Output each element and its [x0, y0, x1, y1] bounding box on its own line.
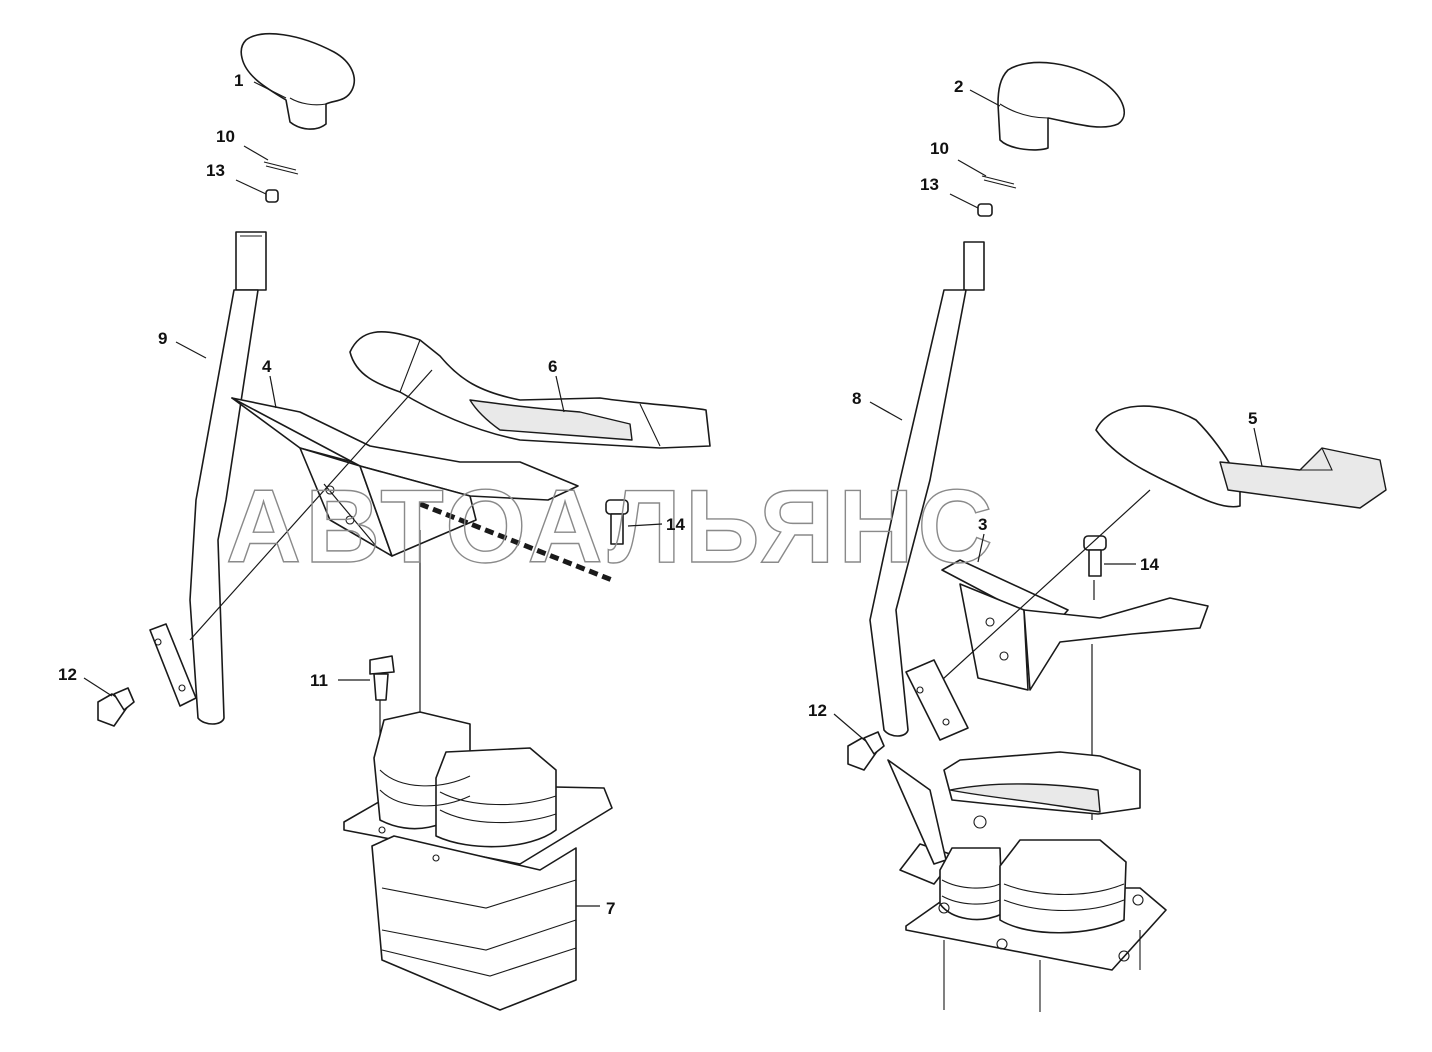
left-screw-14 — [605, 499, 629, 545]
callout-right-8: 8 — [852, 389, 861, 408]
left-ring — [263, 161, 299, 175]
right-bolt-12 — [847, 731, 885, 771]
left-valve-block — [343, 711, 613, 1011]
right-callouts: 2 10 13 8 5 3 14 12 — [808, 77, 1263, 739]
callout-left-11: 11 — [310, 671, 328, 690]
callout-right-13: 13 — [920, 175, 939, 194]
callout-left-12: 12 — [58, 665, 77, 684]
right-knob — [997, 61, 1126, 151]
callout-left-10: 10 — [216, 127, 235, 146]
left-cover — [349, 331, 711, 449]
right-sleeve — [977, 203, 993, 217]
callout-left-9: 9 — [158, 329, 167, 348]
watermark: АВТОАЛЬЯНС — [226, 469, 997, 585]
callout-right-3: 3 — [978, 515, 987, 534]
right-screw-14 — [1083, 535, 1107, 577]
left-assembly — [97, 33, 711, 1011]
right-ring — [981, 175, 1017, 189]
right-valve-assembly — [887, 751, 1167, 1012]
left-callouts: 1 10 13 9 4 6 14 12 11 7 — [58, 71, 685, 918]
callout-left-13: 13 — [206, 161, 225, 180]
callout-left-4: 4 — [262, 357, 272, 376]
callout-left-1: 1 — [234, 71, 243, 90]
left-bolt-11 — [369, 655, 395, 701]
callout-right-5: 5 — [1248, 409, 1257, 428]
left-sleeve — [265, 189, 279, 203]
callout-right-10: 10 — [930, 139, 949, 158]
left-knob — [240, 33, 356, 130]
right-bracket — [941, 559, 1209, 691]
left-link — [419, 501, 613, 583]
right-plate — [905, 659, 969, 741]
left-plate — [149, 623, 197, 707]
right-lever — [869, 241, 985, 737]
right-cover — [1095, 405, 1387, 509]
callout-left-14: 14 — [666, 515, 685, 534]
left-bracket — [231, 397, 579, 557]
callout-right-14: 14 — [1140, 555, 1159, 574]
callout-right-12: 12 — [808, 701, 827, 720]
callout-left-7: 7 — [606, 899, 615, 918]
callout-right-2: 2 — [954, 77, 963, 96]
left-bolt-12 — [97, 687, 135, 727]
right-assembly — [847, 61, 1387, 1012]
callout-left-6: 6 — [548, 357, 557, 376]
